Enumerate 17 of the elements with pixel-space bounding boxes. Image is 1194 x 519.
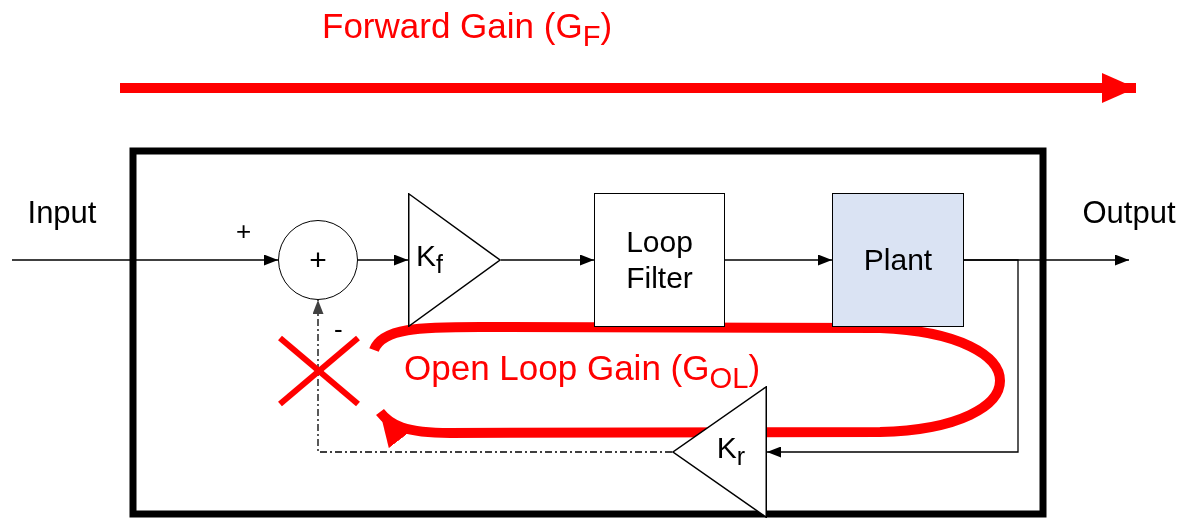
gain-label: K$_{f}$ [416, 238, 443, 279]
gain-label: K$_{r}$ [716, 430, 745, 471]
summing-junction: + [278, 220, 358, 300]
process-box: Plant [832, 193, 964, 327]
signal-name: Output [1082, 194, 1176, 232]
process-box: Loop Filter [594, 193, 725, 327]
amplifier-triangle [672, 386, 767, 518]
arrow-label: Forward Gain (G$_{F}$) [322, 6, 613, 53]
arrow [724, 254, 833, 266]
arrow [766, 259, 1019, 458]
loop-label: Open Loop Gain (G$_{OL}$) [404, 348, 761, 395]
arrow [11, 254, 279, 266]
amplifier-triangle [408, 193, 501, 327]
arrow [312, 299, 673, 453]
arrow [500, 254, 595, 266]
signal-name: Input [27, 194, 97, 232]
arrow [357, 254, 409, 266]
